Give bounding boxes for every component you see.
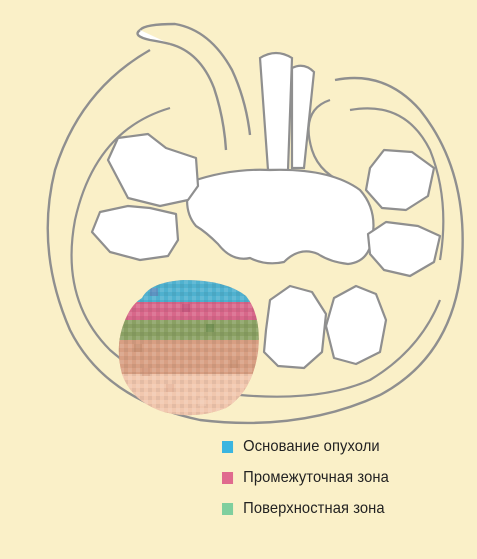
- legend-swatch-surface: [222, 503, 233, 515]
- ureter: [140, 24, 250, 150]
- tumor: [110, 270, 270, 430]
- legend-item-surface: Поверхностная зона: [222, 500, 389, 517]
- legend-item-base: Основание опухоли: [222, 438, 389, 455]
- renal-vessels: [260, 53, 314, 170]
- legend-item-intermediate: Промежуточная зона: [222, 469, 389, 486]
- kidney-illustration: [0, 0, 477, 430]
- legend: Основание опухоли Промежуточная зона Пов…: [222, 438, 389, 531]
- ureter-tip: [138, 30, 170, 44]
- renal-pelvis: [187, 170, 373, 264]
- legend-label-surface: Поверхностная зона: [243, 500, 385, 518]
- legend-swatch-intermediate: [222, 472, 233, 484]
- legend-label-base: Основание опухоли: [243, 438, 380, 456]
- legend-label-intermediate: Промежуточная зона: [243, 469, 389, 487]
- legend-swatch-base: [222, 441, 233, 453]
